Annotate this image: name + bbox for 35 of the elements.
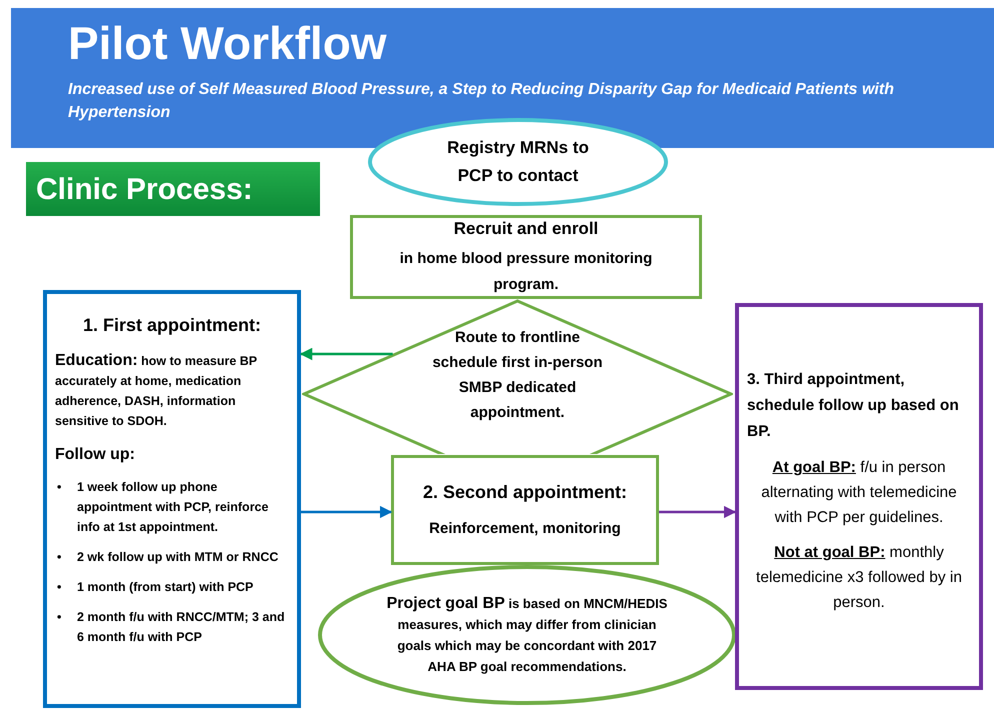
node-text: Project goal BP is based on MNCM/HEDIS measures, which may differ from clinician goals which may be concordant with 2017 AHA BP goal recommendations.	[386, 594, 668, 676]
bullet-marker: •	[56, 479, 62, 496]
arrow	[300, 348, 393, 360]
paragraph: Education: how to measure BP accurately at home, medication adherence, DASH, information sensitive to SDOH.	[55, 351, 258, 430]
box-text: in home blood pressure monitoring program.	[398, 248, 654, 295]
bullet-item: 2 month f/u with RNCC/MTM; 3 and 6 month f/u with PCP	[77, 609, 286, 646]
paragraph: Not at goal BP: monthly telemedicine x3 followed by in person.	[755, 543, 963, 613]
bullet-marker: •	[56, 609, 62, 626]
bullet-item: 1 month (from start) with PCP	[77, 579, 254, 596]
ellipse-node	[368, 118, 668, 206]
bullet-item: 1 week follow up phone appointment with PCP, reinforce info at 1st appointment.	[77, 479, 270, 536]
box-text: Reinforcement, monitoring	[429, 519, 621, 540]
paragraph: At goal BP: f/u in person alternating with telemedicine with PCP per guidelines.	[760, 458, 958, 528]
subheading: Follow up:	[55, 445, 136, 465]
process-box	[350, 215, 702, 299]
title: Pilot Workflow	[68, 16, 388, 70]
arrow	[301, 506, 392, 518]
appointment-box	[43, 290, 301, 708]
section-banner	[26, 162, 320, 216]
section-heading: Clinic Process:	[36, 172, 253, 208]
ellipse-node	[318, 565, 736, 705]
bullet-marker: •	[56, 579, 62, 596]
box-heading: Recruit and enroll	[454, 218, 598, 240]
box-heading: 3. Third appointment, schedule follow up based on BP.	[747, 370, 960, 442]
node-text: Registry MRNs to PCP to contact	[446, 137, 590, 187]
subtitle: Increased use of Self Measured Blood Pressure, a Step to Reducing Disparity Gap for Medicaid Patients with Hypertension	[68, 80, 895, 123]
process-box	[391, 455, 659, 565]
diamond-text: Route to frontline schedule first in-person SMBP dedicated appointment.	[431, 328, 604, 423]
arrow	[659, 506, 736, 518]
box-heading: 1. First appointment:	[82, 314, 262, 337]
box-heading: 2. Second appointment:	[422, 481, 627, 504]
bullet-marker: •	[56, 549, 62, 566]
bullet-item: 2 wk follow up with MTM or RNCC	[77, 549, 278, 566]
appointment-box	[735, 303, 983, 690]
decision-diamond	[302, 299, 733, 454]
